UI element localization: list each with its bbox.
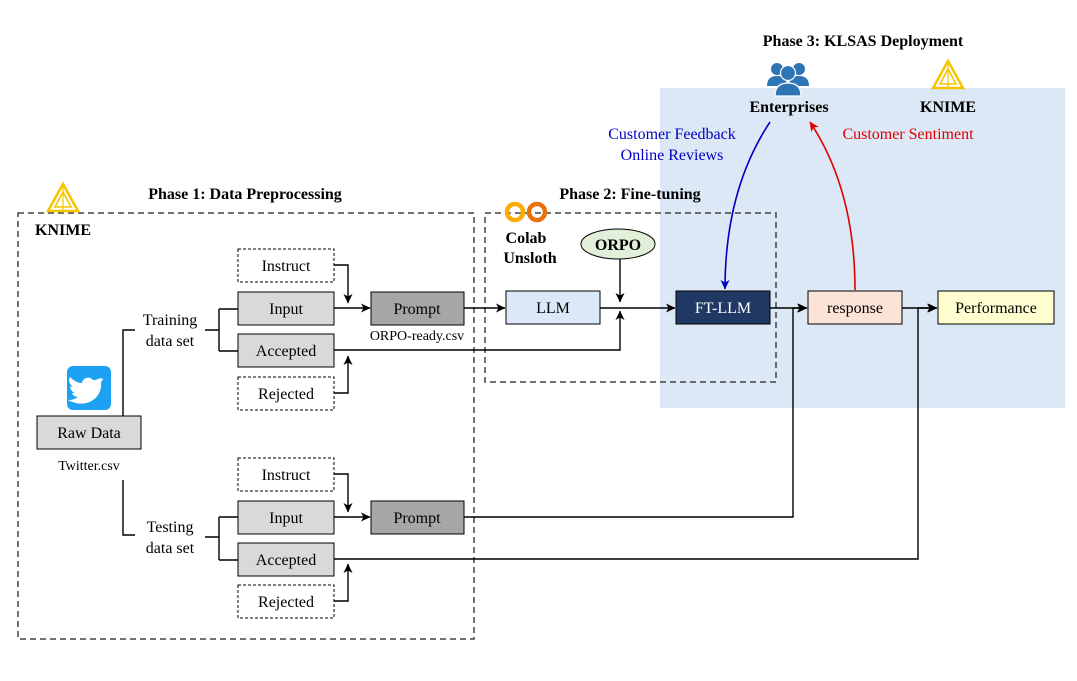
response-box: [807, 290, 903, 325]
testing-instruct-box: [237, 457, 335, 492]
enterprises-people-icon: [767, 63, 809, 97]
testing-rejected-box: [237, 584, 335, 619]
twitter-csv-label: Twitter.csv: [58, 459, 120, 474]
testing-label: Testing: [147, 519, 194, 536]
orpo-label: ORPO: [595, 237, 641, 254]
performance-label: Performance: [955, 300, 1037, 317]
colab-logo-icon: [504, 201, 548, 223]
training-instruct-label: Instruct: [262, 258, 311, 275]
training-rejected-label: Rejected: [258, 386, 314, 403]
testing-input-box: [237, 500, 335, 535]
performance-box: [937, 290, 1055, 325]
arrow-test-instruct-to-prompt: [334, 473, 353, 513]
training-prompt-label: Prompt: [393, 301, 441, 318]
knime-logo-icon: [930, 58, 966, 90]
llm-label: LLM: [536, 300, 570, 317]
raw-data-label: Raw Data: [57, 425, 121, 442]
knime-logo-icon: [45, 181, 81, 213]
testing-prompt-label: Prompt: [393, 510, 441, 527]
online-reviews-label: Online Reviews: [621, 147, 724, 164]
twitter-icon: [67, 366, 111, 410]
training-label: Training: [143, 312, 198, 329]
testing-dataset-label: data set: [146, 540, 195, 557]
arrow-accepted-to-orpo: [334, 310, 625, 351]
orpo-ready-file-label: ORPO-ready.csv: [370, 329, 464, 344]
enterprises-label: Enterprises: [749, 99, 828, 116]
testing-bracket: [205, 516, 238, 561]
training-dataset-label: data set: [146, 333, 195, 350]
customer-feedback-arrow: [720, 121, 771, 290]
arrow-instruct-to-prompt: [334, 264, 353, 304]
response-label: response: [827, 300, 883, 317]
orpo-node: [580, 228, 656, 260]
phase1-boundary: [17, 212, 475, 640]
split-line-training: [122, 329, 135, 416]
ft-llm-box: [675, 290, 771, 325]
customer-sentiment-label: Customer Sentiment: [842, 126, 974, 143]
unsloth-label: Unsloth: [503, 250, 556, 267]
training-instruct-box: [237, 248, 335, 283]
testing-prompt-box: [370, 500, 465, 535]
phase3-title: Phase 3: KLSAS Deployment: [763, 33, 964, 50]
arrow-rejected-up: [334, 355, 353, 394]
phase2-title: Phase 2: Fine-tuning: [559, 186, 700, 203]
phase2-boundary: [484, 212, 777, 383]
ft-llm-label: FT-LLM: [695, 300, 751, 317]
training-accepted-label: Accepted: [256, 343, 316, 360]
testing-accepted-label: Accepted: [256, 552, 316, 569]
training-accepted-box: [237, 333, 335, 368]
customer-sentiment-arrow: [809, 121, 856, 291]
testing-accepted-box: [237, 542, 335, 577]
training-input-box: [237, 291, 335, 326]
training-bracket: [205, 308, 238, 352]
raw-data-box: [36, 415, 142, 450]
arrow-test-rejected-up: [334, 563, 353, 602]
split-line-testing: [122, 480, 135, 536]
testing-input-label: Input: [269, 510, 303, 527]
arrow-test-prompt-to-response: [464, 303, 807, 518]
testing-instruct-label: Instruct: [262, 467, 311, 484]
customer-feedback-label: Customer Feedback: [608, 126, 736, 143]
training-input-label: Input: [269, 301, 303, 318]
knime-label-phase3: KNIME: [920, 99, 976, 116]
arrow-test-accepted-to-performance: [334, 303, 937, 560]
phase1-title: Phase 1: Data Preprocessing: [148, 186, 342, 203]
colab-label: Colab: [506, 230, 547, 247]
knime-label-phase1: KNIME: [35, 222, 91, 239]
testing-rejected-label: Rejected: [258, 594, 314, 611]
